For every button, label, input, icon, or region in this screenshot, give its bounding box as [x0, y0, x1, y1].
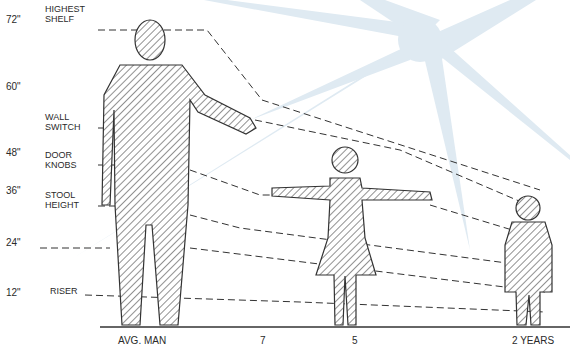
figure-label: 2 YEARS — [512, 336, 554, 346]
child-two-body — [505, 222, 552, 325]
figure-label: 5 — [352, 336, 358, 346]
figure-label: 7 — [260, 336, 266, 346]
height-label: DOOR KNOBS — [45, 150, 95, 170]
man-body — [102, 65, 256, 325]
scale-mark: 24" — [6, 238, 21, 248]
child-two-head — [516, 196, 540, 220]
height-label: WALL SWITCH — [45, 112, 95, 132]
figure-label: AVG. MAN — [118, 336, 166, 346]
height-label: HIGHEST SHELF — [45, 4, 95, 24]
man-head — [135, 20, 165, 60]
scale-mark: 60" — [6, 82, 21, 92]
scale-mark: 48" — [6, 148, 21, 158]
figures — [102, 20, 552, 325]
ground-line — [100, 326, 570, 328]
child-five-body — [272, 178, 432, 325]
child-five-head — [332, 147, 358, 173]
scale-mark: 36" — [6, 186, 21, 196]
scale-mark: 12" — [6, 288, 21, 298]
height-label: RISER — [50, 286, 78, 296]
scale-mark: 72" — [6, 15, 21, 25]
height-label: STOOL HEIGHT — [45, 190, 95, 210]
